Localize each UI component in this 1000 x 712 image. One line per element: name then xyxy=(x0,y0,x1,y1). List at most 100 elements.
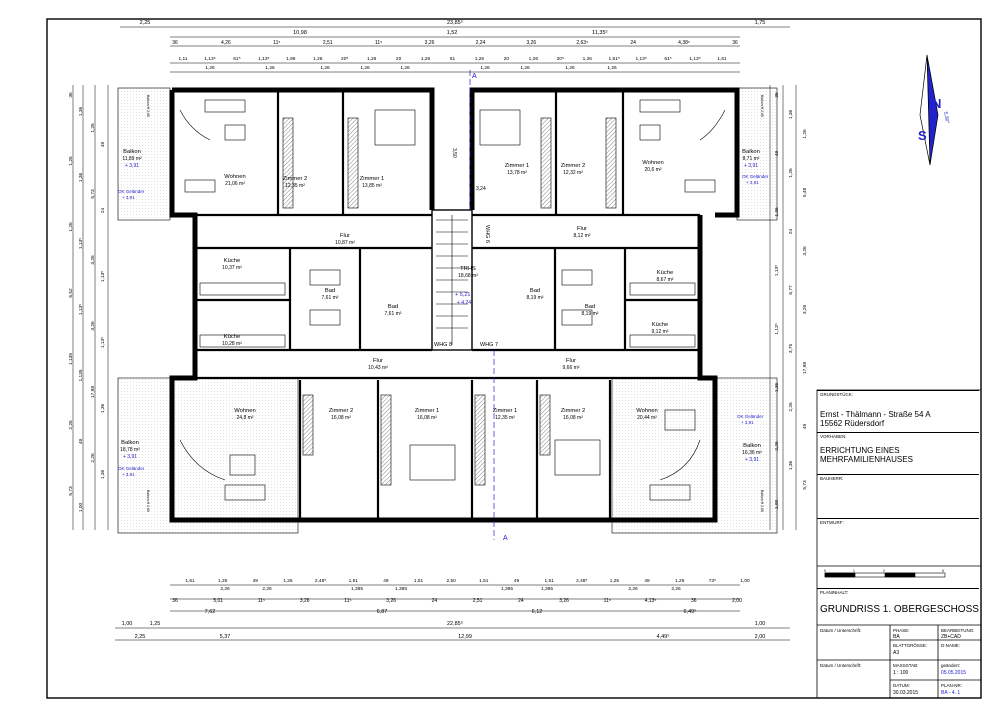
room-balkon_sw-area: 18,78 m² xyxy=(120,447,140,453)
phase-value: BA xyxy=(893,634,900,640)
datum-label-3: DATUM: xyxy=(893,683,910,688)
dim-label: 3,26 xyxy=(300,598,310,604)
section-line xyxy=(469,70,495,540)
label-ok-gelaender-se: OK Geländer xyxy=(737,414,764,419)
dim-label: 1,26 xyxy=(788,168,794,178)
dim-label: 22,85⁵ xyxy=(447,620,463,627)
dim-label: 1,36 xyxy=(774,383,780,393)
room-kueche_se-name: Küche xyxy=(652,322,668,328)
dim-label: 2,26 xyxy=(671,586,681,592)
dim-label: 1,26 xyxy=(68,222,74,232)
bearbeitung-value: ZB+CAD xyxy=(941,634,961,640)
room-wohnen_sw-name: Wohnen xyxy=(234,408,256,414)
misc-labels: WHG 5 WHG 6 WHG 7 WHG 8 3,50 3,24 + 5,21… xyxy=(118,73,769,542)
dim-label: 1,13⁵ xyxy=(204,56,215,62)
dim-label: 6,12 xyxy=(532,609,543,615)
balconies xyxy=(117,87,778,534)
dim-label: 1,385 xyxy=(501,586,513,592)
room-zimmer1_nw-name: Zimmer 1 xyxy=(360,176,384,182)
dim-label: 1,00 xyxy=(122,621,133,627)
blattgroesse-value: A3 xyxy=(893,650,900,656)
dim-label: 1,00 xyxy=(755,621,766,627)
room-zimmer1_se-name: Zimmer 1 xyxy=(493,408,517,414)
geaendert-value: 05.05.2015 xyxy=(941,670,967,676)
room-kueche_sw-name: Küche xyxy=(224,334,240,340)
room-flur_nw-area: 10,87 m² xyxy=(335,240,355,246)
room-bad_e1-area: 8,19 m² xyxy=(527,295,544,301)
dim-label: 36 xyxy=(774,92,780,98)
dim-label: 1,36 xyxy=(774,207,780,217)
plannr-label: PLAN-NR: xyxy=(941,683,963,688)
dim-label: 49 xyxy=(100,142,106,148)
dim-label: 36 xyxy=(68,92,74,98)
dim-label: 1,61⁵ xyxy=(609,56,620,62)
dim-label: 3,26 xyxy=(425,40,435,46)
dim-label: 1,61 xyxy=(185,578,195,584)
label-balkon-h-se: Balkon H 2,60 xyxy=(760,490,764,512)
dim-label: 24 xyxy=(432,598,438,604)
balcony-se xyxy=(611,377,778,534)
scale-0: 0 xyxy=(824,569,826,573)
room-flur_se-area: 9,66 m² xyxy=(563,365,580,371)
label-whg5: WHG 5 xyxy=(428,178,434,196)
dim-label: 2,48⁵ xyxy=(315,578,326,584)
title-block-bauherr: BAUHERR: xyxy=(817,474,979,518)
room-balkon_se-area: 16,36 m² xyxy=(742,450,762,456)
dimension-text-top: 2,25 23,85⁵ 1,75 xyxy=(140,19,766,26)
label-whg8: WHG 8 xyxy=(434,342,452,348)
room-balkon_nw-area: 11,89 m² xyxy=(122,156,142,162)
room-zimmer2_sw-area: 16,08 m² xyxy=(331,415,351,421)
dim-label: 1,36 xyxy=(788,461,794,471)
room-wohnen_se-area: 20,44 m² xyxy=(637,415,657,421)
room-balkon_se-level: + 3,91 xyxy=(745,457,759,463)
stair-hall xyxy=(431,209,473,351)
dim-label: 49 xyxy=(78,439,84,445)
grundstueck-line1: Ernst - Thälmann - Straße 54 A xyxy=(820,410,931,419)
dim-label: 17,98 xyxy=(90,386,96,398)
dim-label: 2,26 xyxy=(774,441,780,451)
room-wohnen_ne-area: 20,6 m² xyxy=(645,167,662,173)
room-zimmer2_nw-name: Zimmer 2 xyxy=(283,176,307,182)
dim-label: 1,385 xyxy=(541,586,553,592)
room-flur_ne-name: Flur xyxy=(577,226,587,232)
dim-label: 2,00 xyxy=(732,598,742,604)
dim-label: 20 xyxy=(504,56,510,62)
dim-label: 1,135 xyxy=(68,353,74,365)
room-balkon_se-name: Balkon xyxy=(743,443,761,449)
dim-label: 1,26 xyxy=(565,65,575,71)
dim-label: 1,26 xyxy=(313,56,323,62)
dim-label: 2,51 xyxy=(473,598,483,604)
north-label: N xyxy=(932,96,941,111)
dim-label: 10,98 xyxy=(293,30,307,36)
dim-label: 24 xyxy=(630,40,636,46)
room-zimmer1_nw-area: 13,85 m² xyxy=(362,183,382,189)
massstab-value: 1 : 100 xyxy=(893,670,909,676)
room-bad_w2-area: 7,61 m² xyxy=(385,311,402,317)
room-balkon_nw-name: Balkon xyxy=(123,149,141,155)
datum-label-2: Datum / Unterschrift: xyxy=(820,663,862,668)
room-kueche_nw-area: 10,37 m² xyxy=(222,265,242,271)
dim-label: 17,98 xyxy=(802,362,808,374)
north-angle: 5,30° xyxy=(942,111,950,124)
dim-label: 1,26 xyxy=(421,56,431,62)
title-block-vorhaben: VORHABEN: ERRICHTUNG EINES MEHRFAMILIENH… xyxy=(817,432,979,474)
blattgroesse-label: BLATTGRÖSSE: xyxy=(893,643,928,648)
dim-label: 1,13⁵ xyxy=(689,56,700,62)
dimension-lines xyxy=(72,26,797,641)
datum-value: 30.03.2015 xyxy=(893,690,919,696)
dim-label: 5,73 xyxy=(68,486,74,496)
dim-overall: 23,85⁵ xyxy=(447,19,463,26)
dim-label: 1,36 xyxy=(100,404,106,414)
room-wohnen_ne-name: Wohnen xyxy=(642,160,664,166)
dimension-text-right: 361,361,26491,265,481,36243,261,13⁵6,773… xyxy=(774,92,808,509)
dim-label: 1,00 xyxy=(740,578,750,584)
dim-label: 1,61 xyxy=(717,56,727,62)
dim-label: 1,26 xyxy=(90,123,96,133)
dim-label: 1,26 xyxy=(802,129,808,139)
label-balkon-h-nw: Balkon H 2,60 xyxy=(146,95,150,117)
dim-label: 1,51 xyxy=(414,578,424,584)
